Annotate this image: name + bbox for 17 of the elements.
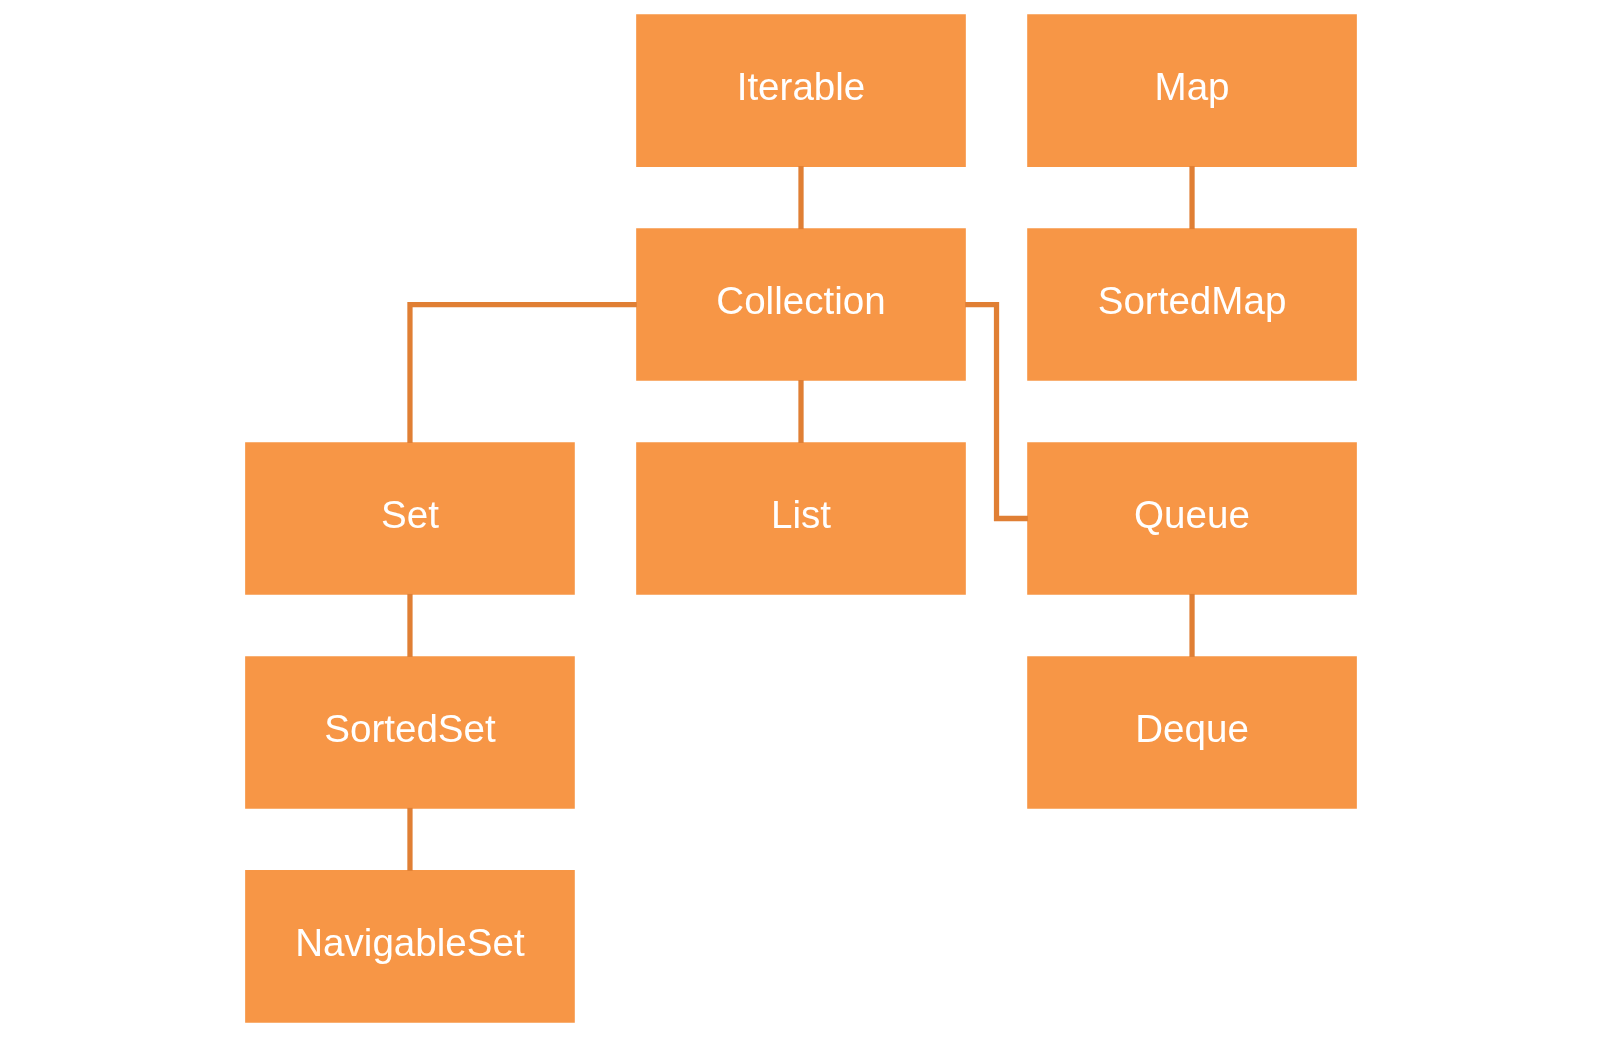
node-box: NavigableSet xyxy=(244,870,575,1023)
connector xyxy=(1188,166,1195,230)
connector xyxy=(797,166,804,230)
node-box: Iterable xyxy=(635,14,966,167)
node-box: SortedMap xyxy=(1026,228,1357,381)
connector xyxy=(406,301,637,444)
connector xyxy=(1188,593,1195,657)
node-box: Set xyxy=(244,442,575,595)
node-box: SortedSet xyxy=(244,656,575,809)
node-box: Queue xyxy=(1026,442,1357,595)
connector xyxy=(406,593,413,657)
connector xyxy=(406,807,413,871)
node-box: List xyxy=(635,442,966,595)
node-box: Deque xyxy=(1026,656,1357,809)
node-box: Collection xyxy=(635,228,966,381)
connector xyxy=(797,380,804,444)
node-box: Map xyxy=(1026,14,1357,167)
